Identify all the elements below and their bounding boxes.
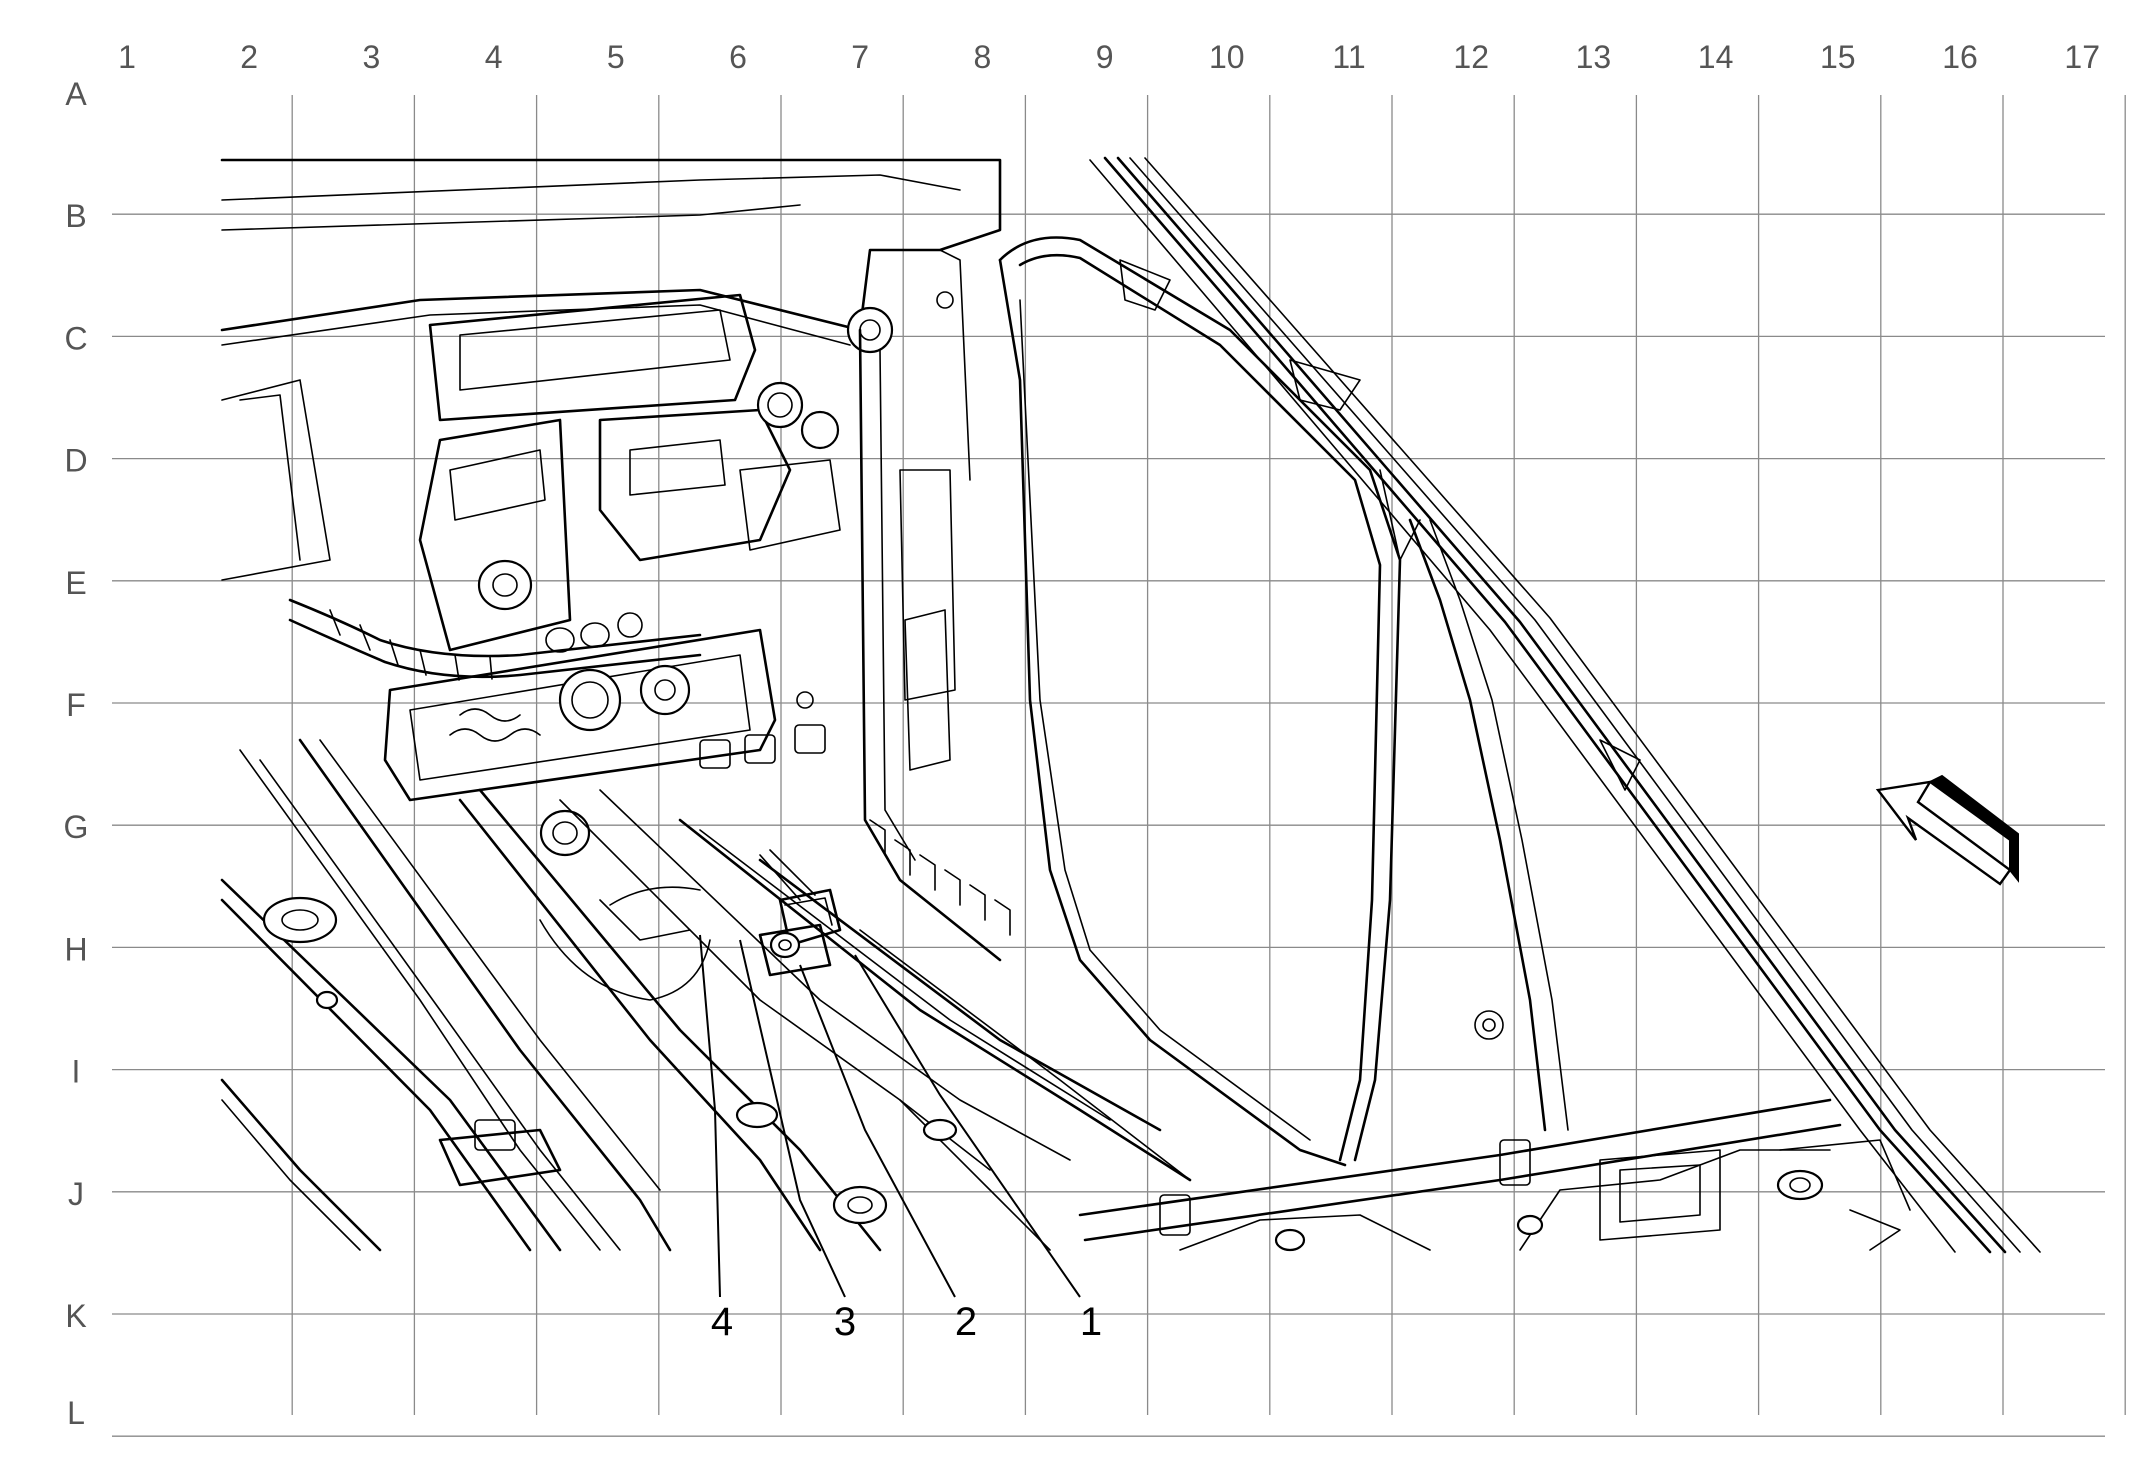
rocker-sill [1078,1098,1911,1252]
grid-column-label: 8 [974,39,992,75]
lower-dash-panel [383,628,826,857]
grid-row-label: F [66,687,86,723]
grid-column-label: 16 [1942,39,1978,75]
grid-column-label: 7 [851,39,869,75]
hinge-pillar [858,249,1011,962]
callout-leaders [699,934,1081,1298]
grid-column-label: 10 [1209,39,1245,75]
grid-row-label: J [68,1176,84,1212]
grid-row-labels: A B C D E F G H I J K L [64,76,89,1431]
sensor-assembly [539,849,842,1001]
grid-column-label: 11 [1332,39,1365,75]
callout-labels: 1 2 3 4 [711,1300,1102,1344]
grid-column-label: 9 [1096,39,1114,75]
grid-column-label: 13 [1576,39,1612,75]
grid-column-label: 2 [240,39,258,75]
reference-grid [112,95,2126,1437]
cowl-dash-panel [220,158,1002,652]
floor-pan [220,738,1192,1252]
grid-column-label: 15 [1820,39,1856,75]
grid-row-label: B [65,198,86,234]
grid-column-label: 17 [2064,39,2100,75]
callout-4: 4 [711,1300,733,1344]
grid-row-label: K [65,1298,86,1334]
grid-row-label: L [67,1395,85,1431]
grid-row-label: G [64,809,89,845]
grid-column-label: 14 [1698,39,1734,75]
grid-column-label: 3 [363,39,381,75]
wire-harness [288,598,702,681]
leader-line-1 [854,954,1081,1298]
windshield-pillar [1089,156,2041,1254]
grid-column-label: 5 [607,39,625,75]
view-direction-arrow-icon [1875,774,2019,886]
grid-row-label: C [64,320,87,356]
body-structure-line-art [220,156,2041,1254]
grid-row-label: I [72,1054,81,1090]
grid-column-label: 4 [485,39,503,75]
callout-2: 2 [955,1300,977,1344]
grid-row-label: E [65,565,86,601]
grid-row-label: H [64,931,87,967]
grid-column-label: 6 [729,39,747,75]
grid-column-label: 12 [1453,39,1489,75]
door-opening [998,236,1569,1167]
leader-line-4 [699,934,721,1298]
grid-row-label: D [64,443,87,479]
grid-column-label: 1 [118,39,136,75]
grid-row-label: A [65,76,87,112]
leader-line-2 [799,964,956,1298]
callout-1: 1 [1080,1300,1102,1344]
leader-line-3 [739,939,846,1298]
callout-3: 3 [834,1300,856,1344]
